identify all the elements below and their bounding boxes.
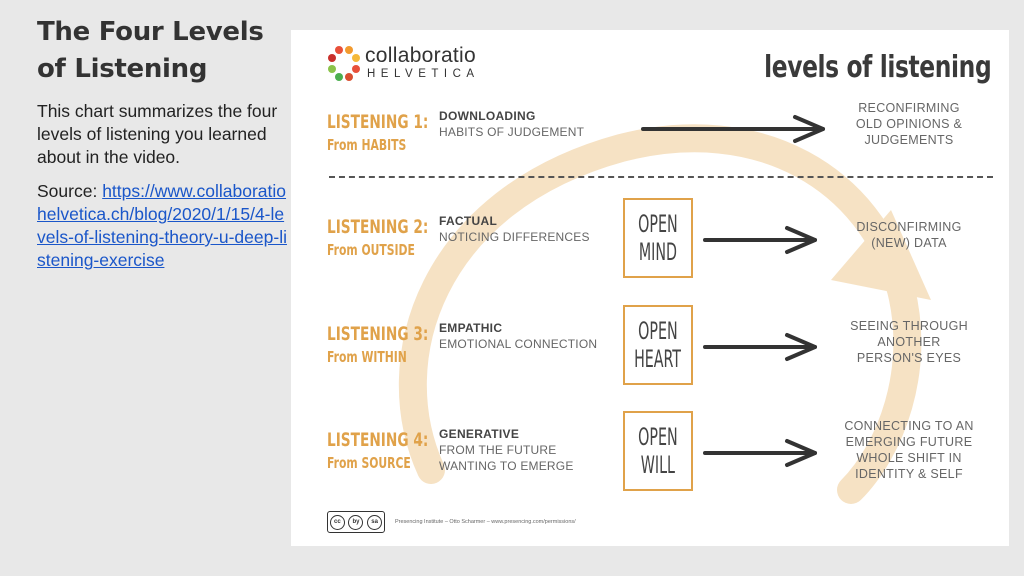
open-heart-box: OPEN HEART bbox=[623, 305, 693, 385]
level-label: LISTENING 1: From HABITS bbox=[327, 111, 429, 154]
slide-description: This chart summarizes the four levels of… bbox=[37, 101, 278, 167]
credit-text: Presencing Institute – Otto Scharmer – w… bbox=[395, 519, 576, 525]
infographic-title: levels of listening bbox=[763, 50, 992, 85]
level-label: LISTENING 4: From SOURCE bbox=[327, 429, 429, 472]
long-arrow-icon bbox=[641, 115, 825, 143]
level-description: FACTUAL NOTICING DIFFERENCES bbox=[439, 214, 590, 244]
level-outcome: RECONFIRMING OLD OPINIONS & JUDGEMENTS bbox=[855, 101, 963, 147]
level-outcome: DISCONFIRMING (NEW) DATA bbox=[856, 220, 962, 250]
short-arrow-icon bbox=[703, 333, 817, 361]
slide-title: The Four Levels of Listening bbox=[37, 17, 264, 84]
collaboratio-logo-icon bbox=[328, 46, 360, 81]
level-label: LISTENING 3: From WITHIN bbox=[327, 323, 429, 366]
short-arrow-icon bbox=[703, 226, 817, 254]
dashed-divider bbox=[329, 176, 993, 178]
logo-subtitle: HELVETICA bbox=[367, 68, 480, 80]
circular-arrow-background bbox=[398, 124, 931, 504]
level-description: DOWNLOADING HABITS OF JUDGEMENT bbox=[439, 109, 585, 139]
level-outcome: CONNECTING TO AN EMERGING FUTURE WHOLE S… bbox=[844, 419, 974, 481]
short-arrow-icon bbox=[703, 439, 817, 467]
open-will-box: OPEN WILL bbox=[623, 411, 693, 491]
slide-text-panel: The Four Levels of Listening This chart … bbox=[37, 14, 287, 272]
level-description: GENERATIVE FROM THE FUTURE WANTING TO EM… bbox=[439, 427, 574, 473]
source-line: Source: https://www.collaboratiohelvetic… bbox=[37, 180, 287, 272]
level-label: LISTENING 2: From OUTSIDE bbox=[327, 216, 429, 259]
source-label: Source: bbox=[37, 181, 103, 201]
levels-of-listening-infographic: collaboratio HELVETICA levels of listeni… bbox=[291, 30, 1009, 546]
logo-name: collaboratio bbox=[365, 44, 476, 67]
level-description: EMPATHIC EMOTIONAL CONNECTION bbox=[439, 321, 598, 351]
level-outcome: SEEING THROUGH ANOTHER PERSON'S EYES bbox=[850, 319, 968, 365]
open-mind-box: OPEN MIND bbox=[623, 198, 693, 278]
source-link[interactable]: https://www.collaboratiohelvetica.ch/blo… bbox=[37, 181, 287, 270]
